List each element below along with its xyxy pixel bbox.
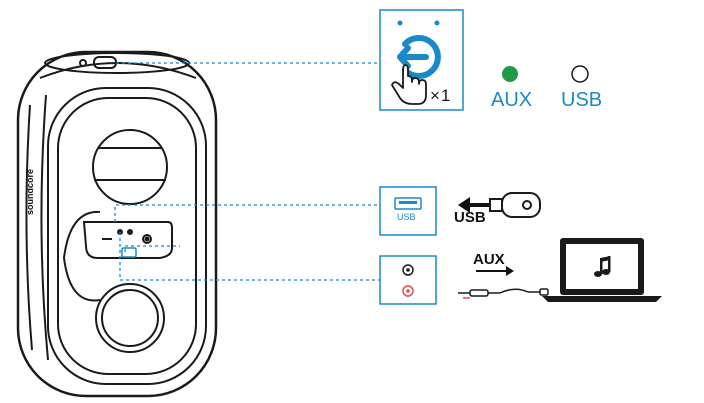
aux-mode-label: AUX	[491, 89, 533, 111]
aux-indicator-light	[502, 66, 518, 82]
usb-port-icon	[394, 197, 422, 210]
leader-line-aux	[119, 232, 380, 281]
aux-input-label: AUX	[473, 251, 505, 268]
usb-port-label: USB	[397, 212, 416, 222]
leader-lines	[114, 62, 380, 281]
usb-mode-label: USB	[561, 89, 603, 111]
pointing-hand-icon	[391, 64, 427, 105]
usb-flash-drive-icon	[489, 192, 541, 218]
aux-arrow	[476, 266, 514, 276]
brand-logo-text: soundcore	[25, 168, 35, 215]
indicator-dot-right	[434, 20, 440, 26]
aux-port-box	[379, 255, 437, 305]
input-switch-icon[interactable]	[397, 35, 441, 79]
aux-cable-icon	[458, 288, 549, 299]
speaker-illustration	[16, 50, 218, 398]
usb-port-box	[379, 186, 437, 236]
leader-line-usb	[114, 204, 380, 222]
indicator-dot-left	[397, 20, 403, 26]
press-count: ×1	[430, 86, 452, 105]
mode-panel	[379, 9, 464, 111]
usb-indicator-light	[571, 65, 589, 83]
usb-input-label: USB	[454, 209, 486, 226]
dc-jack-icon	[402, 285, 414, 297]
music-note-icon	[594, 256, 611, 277]
usb-arrow	[458, 197, 490, 213]
aux-jack-icon	[402, 264, 414, 276]
